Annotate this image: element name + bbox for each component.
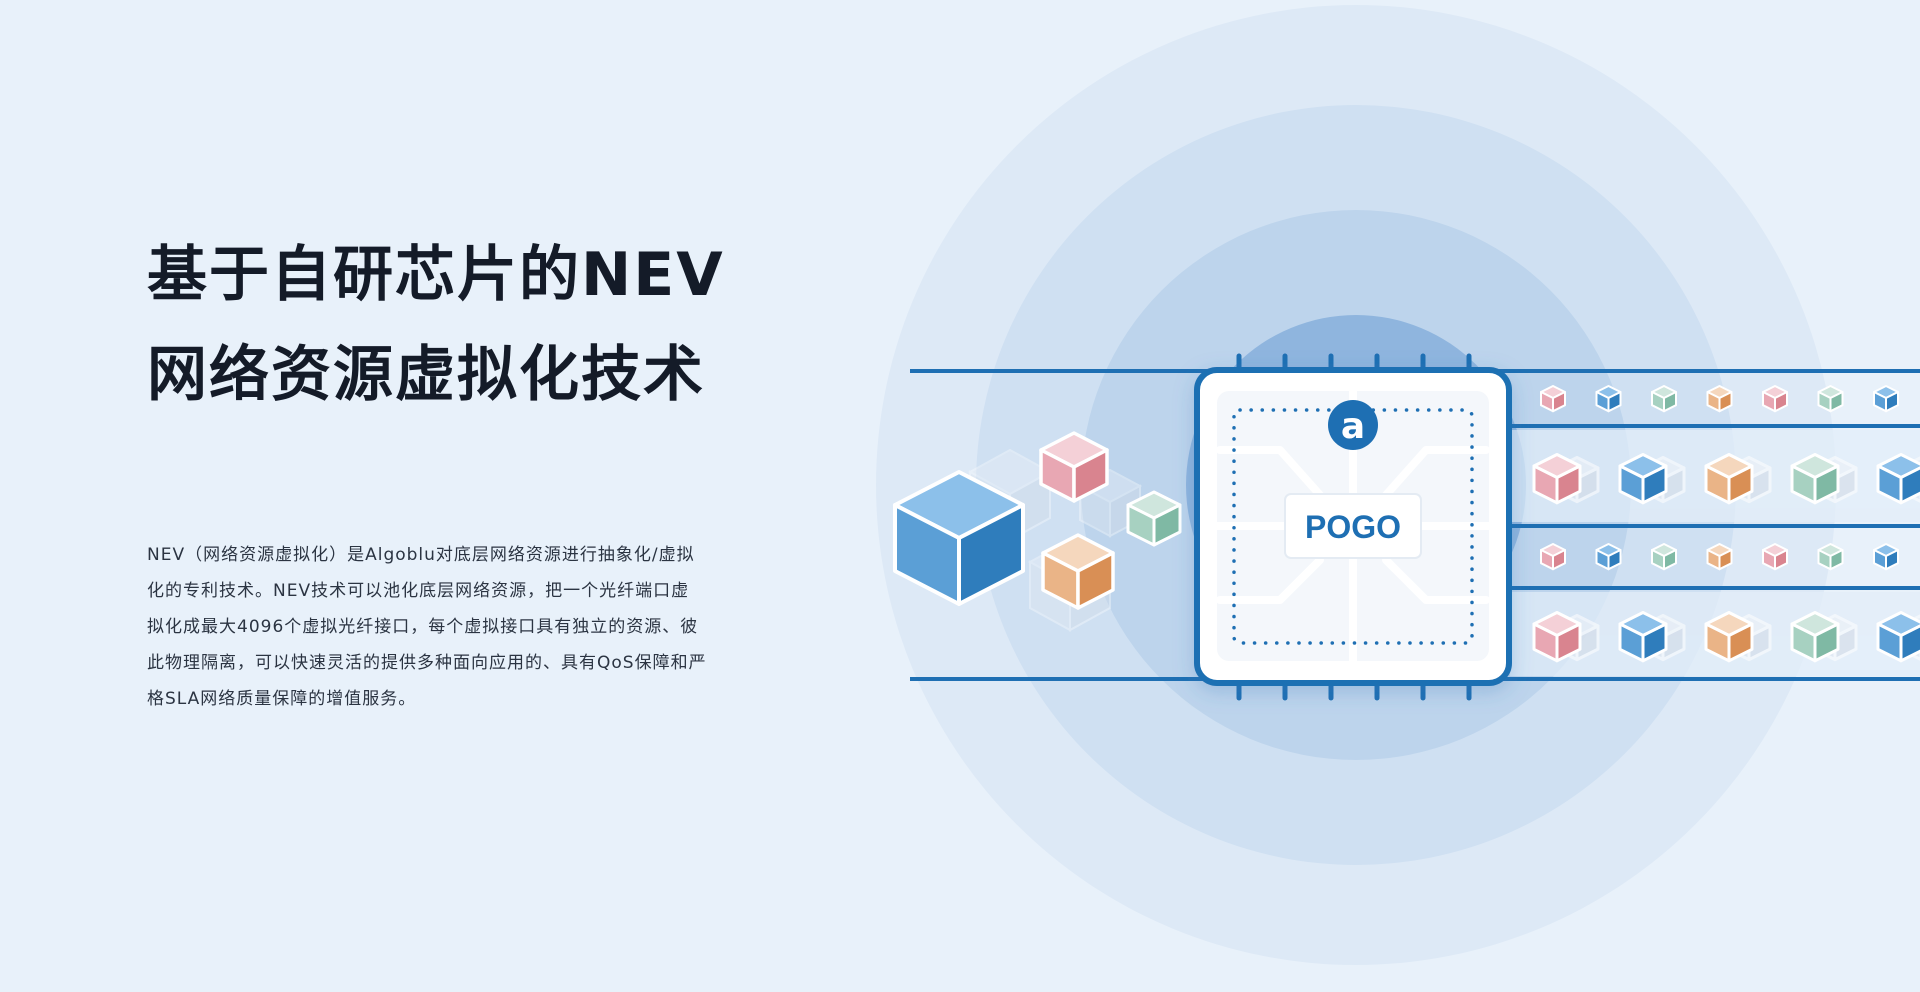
- large-cube: [1876, 453, 1920, 505]
- small-cube: [1651, 385, 1677, 413]
- large-cube: [1790, 453, 1840, 505]
- description: NEV（网络资源虚拟化）是Algoblu对底层网络资源进行抽象化/虚拟化的专利技…: [147, 545, 707, 709]
- large-cube: [1532, 611, 1582, 663]
- small-cube: [1595, 385, 1622, 413]
- small-cube: [1873, 543, 1899, 571]
- large-cube: [1704, 453, 1754, 505]
- headline-line-1: 基于自研芯片的NEV: [147, 240, 725, 310]
- left-cube-cluster: [893, 431, 1182, 632]
- small-cube: [1706, 385, 1733, 413]
- algoblu-logo-icon: a: [1328, 400, 1378, 450]
- chip-label: POGO: [1305, 509, 1401, 545]
- large-cube: [1704, 611, 1754, 663]
- small-cube: [1540, 385, 1566, 413]
- large-cube: [1876, 611, 1920, 663]
- logo-letter: a: [1341, 406, 1365, 447]
- pogo-chip: POGO a: [1194, 353, 1512, 701]
- small-cube: [1540, 543, 1566, 571]
- headline: 基于自研芯片的NEV 网络资源虚拟化技术: [147, 225, 725, 425]
- right-cube-rows: [1532, 385, 1920, 663]
- hero-text: 基于自研芯片的NEV 网络资源虚拟化技术 NEV（网络资源虚拟化）是Algobl…: [147, 225, 725, 717]
- headline-line-2: 网络资源虚拟化技术: [147, 340, 705, 410]
- small-cube: [1706, 543, 1733, 571]
- small-cube: [1873, 385, 1899, 413]
- small-cube: [1595, 543, 1622, 571]
- small-cube: [1651, 543, 1677, 571]
- large-cube: [1618, 453, 1668, 505]
- nev-illustration: POGO a: [820, 0, 1920, 992]
- large-cube: [1618, 611, 1668, 663]
- small-cube: [1817, 543, 1844, 571]
- large-cube: [1790, 611, 1840, 663]
- small-cube: [1817, 385, 1844, 413]
- large-cube: [1532, 453, 1582, 505]
- small-cube: [1762, 543, 1788, 571]
- small-cube: [1762, 385, 1788, 413]
- illustration-svg: POGO a: [876, 5, 1920, 965]
